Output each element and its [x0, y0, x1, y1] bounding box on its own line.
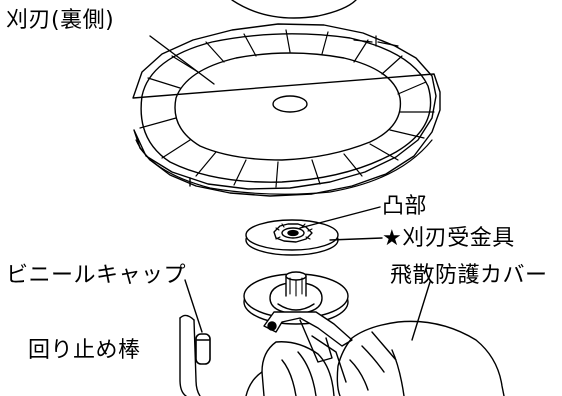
blade-disc [132, 23, 441, 197]
label-boss: 凸部 [382, 194, 428, 219]
blade-inner-ring [174, 52, 402, 161]
leader-boss [299, 206, 381, 229]
leader-cover [411, 281, 431, 341]
hand-left [261, 341, 335, 396]
hand-outline [336, 320, 505, 396]
label-blade-back: 刈刃(裏側) [6, 8, 115, 33]
arm-bracket-2 [311, 335, 347, 383]
vinyl-cap [195, 333, 211, 365]
rod-body [179, 317, 201, 396]
hand-fingers [349, 331, 405, 396]
rod-tip [179, 314, 195, 321]
hand-left-thumb [245, 371, 263, 396]
rotation-stop-rod [179, 314, 211, 396]
leader-holder [329, 237, 383, 241]
label-blade-holder: ★刈刃受金具 [382, 226, 515, 251]
blade-thickness [135, 139, 433, 195]
drive-arm [263, 311, 353, 347]
leader-cap [184, 279, 203, 333]
blade-holder [245, 219, 339, 256]
leader-blade [149, 35, 215, 85]
blade-segments [139, 29, 435, 188]
spline-top [285, 271, 307, 281]
blade-center-hole [272, 95, 308, 113]
gearhead-ring [277, 303, 315, 311]
spline-ridges [289, 277, 303, 297]
label-scatter-cover: 飛散防護カバー [390, 263, 548, 288]
blade-mark [353, 35, 399, 47]
label-rotation-stop: 回り止め棒 [28, 338, 141, 363]
holder-boss-hole [287, 229, 299, 237]
blade-outer-ring [140, 33, 432, 183]
gear-head-assembly [243, 271, 353, 383]
label-vinyl-cap: ビニールキャップ [6, 263, 187, 288]
holder-boss-teeth [275, 223, 313, 240]
upper-part-outline [231, 0, 357, 19]
hand [245, 320, 505, 396]
arm-bolt [267, 321, 277, 331]
hand-left-fingers [281, 351, 317, 396]
